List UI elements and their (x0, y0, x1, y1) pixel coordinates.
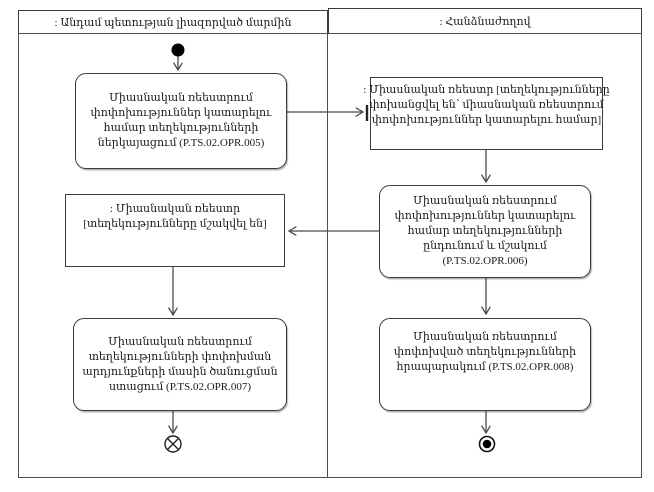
activity-box-opr005: Միասնական ռեեստրում փոփոխություններ կատա… (75, 73, 287, 169)
activity-box-opr008: Միասնական ռեեստրում փոփոխված տեղեկությու… (379, 318, 591, 411)
swimlane-header-authorized-body: : Անդամ պետության լիազորված մարմին (18, 10, 328, 34)
activity-label-line: փոփոխություններ կատարելու (394, 210, 576, 222)
activity-box-opr006: Միասնական ռեեստրում փոփոխություններ կատա… (379, 185, 591, 278)
activity-label-line: Միասնական ռեեստրում (413, 331, 557, 343)
activity-label-line: Միասնական ռեեստրում (108, 335, 252, 348)
activity-label-line: ստացում (P.TS.02.OPR.007) (108, 380, 252, 393)
activity-label-line: համար տեղեկությունների (407, 225, 563, 237)
object-label-line: փոխանցվել են՝ միասնական ռեեստրում (369, 99, 604, 111)
activity-label-line: հրապարակում (P.TS.02.OPR.008) (396, 361, 574, 373)
activity-label-line: համար տեղեկությունների (103, 122, 259, 134)
activity-label-line: Միասնական ռեեստրում (413, 195, 557, 207)
object-label-line: : Միասնական ռեեստր (109, 203, 241, 215)
lane-divider (327, 33, 328, 478)
activity-box-opr007: Միասնական ռեեստրում տեղեկությունների փոփ… (73, 318, 287, 411)
activity-label-line: փոփոխություններ կատարելու (90, 107, 272, 119)
activity-label-line: ընդունում և մշակում (423, 240, 547, 252)
activity-label-line: Միասնական ռեեստրում (109, 92, 253, 104)
swimlane-title: : Հանձնաժողով (439, 15, 531, 28)
swimlane-header-commission: : Հանձնաժողով (328, 8, 642, 34)
activity-label-line: արդյունքների մասին ծանուցման (82, 365, 278, 378)
object-label-line: : Միասնական ռեեստր [տեղեկությունները (363, 84, 610, 96)
activity-label-line: փոփոխված տեղեկությունների (393, 346, 577, 358)
activity-label-line: ներկայացում (P.TS.02.OPR.005) (97, 137, 265, 149)
activity-label-line: (P.TS.02.OPR.006) (442, 255, 528, 267)
object-node-registry-processed: : Միասնական ռեեստր [տեղեկությունները մշա… (65, 194, 285, 267)
diagram-frame (18, 33, 642, 478)
object-label-line: [տեղեկությունները մշակվել են] (83, 218, 267, 230)
object-node-registry-transferred: : Միասնական ռեեստր [տեղեկությունները փոխ… (363, 77, 610, 150)
object-label-line: փոփոխություններ կատարելու համար] (371, 114, 602, 126)
swimlane-title: : Անդամ պետության լիազորված մարմին (54, 16, 292, 29)
activity-label-line: տեղեկությունների փոփոխման (88, 350, 272, 363)
